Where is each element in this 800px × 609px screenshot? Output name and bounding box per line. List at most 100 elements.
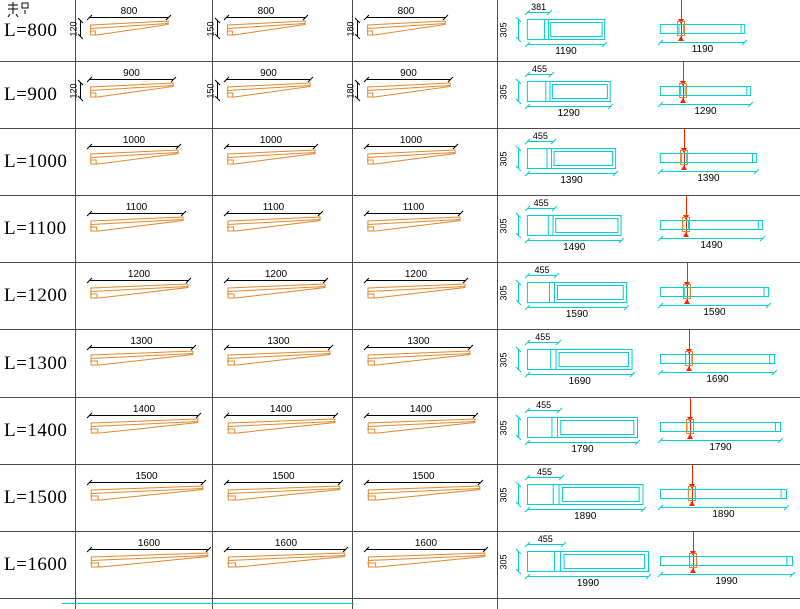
plan-offset-text: 455: [534, 265, 550, 275]
plan-total-dimension: 1290: [527, 106, 611, 119]
plan-total-text: 1490: [563, 242, 586, 253]
section-view-drawing: 1990: [660, 532, 793, 598]
plan-depth-dimension: 305: [499, 484, 519, 505]
length-dimension-text: 1100: [125, 202, 148, 213]
beam-drawing: 800 180: [346, 7, 446, 53]
beam-view-cell-3: 1400: [352, 398, 497, 464]
beam-view-cell-3: 900 180: [346, 62, 497, 128]
beam-view-cell-2: 1600: [212, 532, 352, 598]
height-dimension: 150: [206, 20, 218, 37]
connector-block: [686, 419, 695, 434]
plan-view-drawing: 381 305 1190: [499, 2, 605, 64]
section-total-text: 1590: [703, 307, 726, 318]
plan-offset-dimension: 455: [527, 333, 559, 343]
plan-depth-text: 305: [498, 83, 509, 100]
section-total-text: 1190: [691, 44, 714, 55]
row-label: L=1500: [4, 487, 68, 508]
row-label: L=1400: [4, 420, 68, 441]
plan-total-text: 1890: [574, 511, 597, 522]
plan-total-dimension: 1390: [527, 173, 616, 186]
beam-profile-icon: [366, 283, 466, 301]
beam-view-cell-2: 900 150: [206, 62, 352, 128]
beam-view-cell-1: 900 120: [69, 62, 212, 128]
length-dimension: 900: [89, 69, 174, 80]
plan-view-cell: 455 305 1490: [497, 196, 652, 262]
connector-block: [689, 553, 698, 568]
height-dimension-text: 120: [68, 82, 79, 99]
beam-profile-icon: [89, 149, 179, 167]
section-bar-icon: [660, 24, 745, 34]
beam-drawing: 1000: [89, 136, 179, 182]
connector-block: [684, 351, 693, 366]
length-dimension: 1000: [366, 136, 456, 147]
section-bar-icon: [660, 86, 751, 96]
beam-profile-icon: [226, 216, 321, 234]
beam-profile-icon: [226, 82, 311, 100]
length-dimension: 800: [366, 7, 446, 18]
length-dimension: 1300: [366, 337, 471, 348]
row-label: L=900: [4, 84, 58, 105]
plan-view-cell: 455 305 1690: [497, 330, 652, 397]
plan-offset-dimension: 455: [527, 468, 562, 478]
plan-total-text: 1290: [557, 108, 580, 119]
beam-profile-icon: [366, 149, 456, 167]
beam-view-cell-2: 1300: [212, 330, 352, 397]
plan-total-dimension: 1890: [527, 509, 644, 522]
beam-drawing: 1600: [226, 539, 346, 585]
length-dimension: 1200: [366, 270, 466, 281]
beam-profile-icon: [366, 552, 486, 570]
beam-view-cell-1: 1100: [75, 196, 212, 262]
section-total-text: 1390: [697, 173, 720, 184]
plan-depth-dimension: 305: [499, 349, 519, 370]
length-dimension-text: 1400: [409, 404, 433, 415]
plan-offset-text: 455: [532, 64, 548, 74]
beam-drawing: 1400: [89, 405, 199, 451]
length-dimension: 1400: [226, 405, 336, 416]
section-bar-icon: [660, 354, 775, 364]
height-dimension-text: 180: [345, 82, 356, 99]
section-total-text: 1990: [715, 576, 738, 587]
row-label: L=800: [4, 19, 58, 41]
beam-view-cell-3: 1000: [352, 129, 497, 195]
plan-view-icon: [527, 282, 627, 303]
plan-offset-text: 455: [533, 198, 549, 208]
table-row: L=1400 1400 1400: [0, 398, 800, 465]
section-bar-icon: [660, 422, 781, 432]
grid-vline: [212, 0, 213, 609]
connector-block: [681, 217, 690, 232]
length-dimension: 1400: [89, 405, 199, 416]
row-label-cell: L=1200: [0, 263, 75, 329]
plan-depth-text: 305: [498, 419, 509, 436]
length-dimension-text: 1600: [414, 538, 438, 549]
section-total-dimension: 1290: [660, 104, 751, 117]
plan-view-cell: 455 305 1990: [497, 532, 652, 598]
beam-view-cell-3: 1600: [352, 532, 497, 598]
section-view-cell: 1690: [652, 330, 800, 397]
length-dimension-text: 1500: [272, 471, 295, 482]
section-total-dimension: 1590: [660, 305, 769, 318]
beam-view-cell-1: 1200: [75, 263, 212, 329]
section-view-cell: 1390: [652, 129, 800, 195]
length-dimension-text: 1300: [267, 336, 290, 347]
plan-view-icon: [527, 349, 633, 370]
beam-profile-icon: [89, 216, 184, 234]
plan-view-cell: 381 305 1190: [497, 0, 652, 61]
beam-profile-icon: [226, 418, 336, 436]
length-dimension-text: 1000: [122, 135, 146, 146]
plan-total-text: 1990: [576, 578, 600, 589]
table-row: L=1300 1300 1300: [0, 330, 800, 398]
plan-total-dimension: 1790: [527, 442, 638, 455]
beam-view-cell-2: 1400: [212, 398, 352, 464]
plan-offset-text: 381: [531, 2, 547, 12]
table-row: L=1200 1200 1200: [0, 263, 800, 330]
beam-drawing: 1200: [89, 270, 189, 316]
table-row: L=800 800 120 800: [0, 0, 800, 62]
plan-depth-text: 305: [498, 284, 509, 301]
row-label: L=1100: [4, 218, 67, 239]
connector-block: [678, 83, 687, 98]
height-dimension: 120: [69, 20, 81, 37]
plan-offset-dimension: 455: [527, 401, 561, 411]
plan-depth-dimension: 305: [499, 417, 519, 438]
length-dimension: 1200: [89, 270, 189, 281]
beam-profile-icon: [226, 149, 316, 167]
